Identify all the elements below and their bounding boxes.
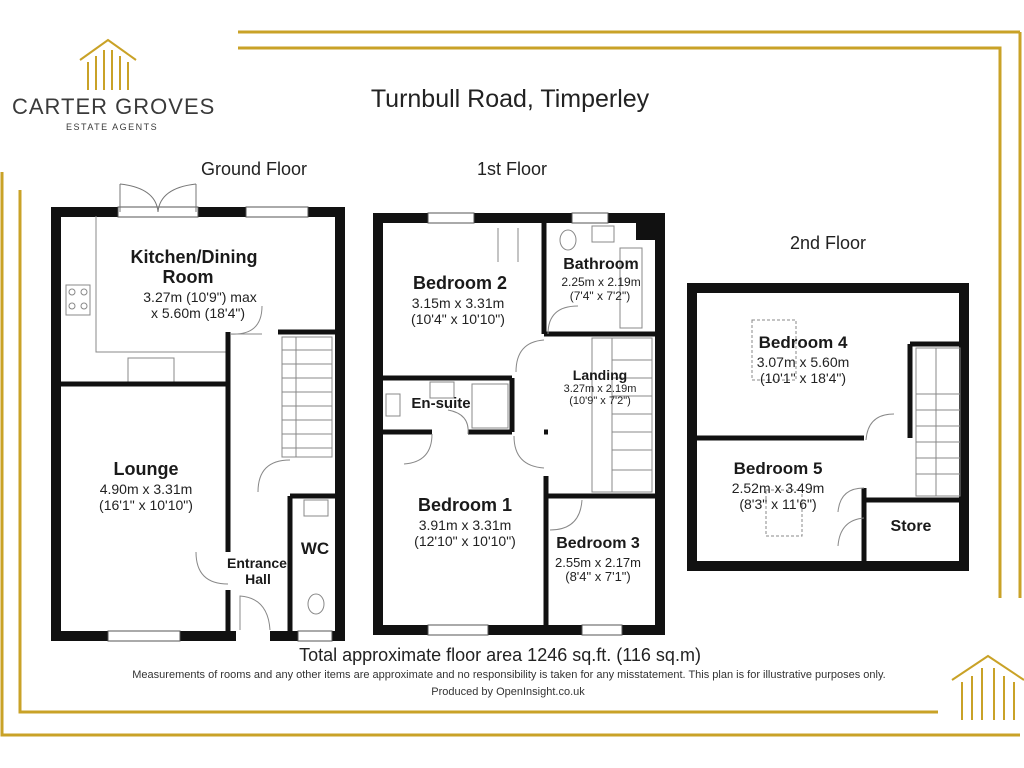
bedroom5-name: Bedroom 5 xyxy=(733,459,823,478)
ground-floor-plan xyxy=(51,183,345,642)
bedroom2-dim-ft: (10'4" x 10'10") xyxy=(411,311,505,327)
house-logo-icon xyxy=(79,38,137,90)
store-name: Store xyxy=(890,518,932,535)
bedroom2-name: Bedroom 2 xyxy=(412,273,508,293)
lounge-dim-m: 4.90m x 3.31m xyxy=(99,481,193,497)
bedroom1-name: Bedroom 1 xyxy=(417,495,513,515)
ensuite-name: En-suite xyxy=(411,395,471,412)
bedroom5-dim-m: 2.52m x 3.49m xyxy=(731,480,825,496)
landing-dim-m: 3.27m x 2.19m xyxy=(563,383,637,395)
kitchen-name-1: Kitchen/Dining xyxy=(130,247,258,267)
total-area: Total approximate floor area 1246 sq.ft.… xyxy=(299,645,701,665)
bedroom1-dim-ft: (12'10" x 10'10") xyxy=(414,533,516,549)
ground-floor-label: Ground Floor xyxy=(200,159,308,179)
second-outer-wall xyxy=(687,283,969,571)
lounge-name: Lounge xyxy=(113,459,179,479)
bathroom-name: Bathroom xyxy=(563,256,639,273)
entrance-hall-name-1: Entrance xyxy=(227,555,287,571)
bathroom-dim-ft: (7'4" x 7'2") xyxy=(569,289,631,303)
bedroom1-dim-m: 3.91m x 3.31m xyxy=(418,517,512,533)
landing-name: Landing xyxy=(572,367,628,383)
house-corner-icon xyxy=(951,654,1024,720)
first-floor-label: 1st Floor xyxy=(476,159,548,179)
lounge-dim-ft: (16'1" x 10'10") xyxy=(99,497,193,513)
bedroom2-dim-m: 3.15m x 3.31m xyxy=(411,295,505,311)
bedroom5-dim-ft: (8'3" x 11'6") xyxy=(739,496,817,512)
kitchen-dim-2: x 5.60m (18'4") xyxy=(150,305,246,321)
ground-outer-wall xyxy=(51,207,345,641)
bedroom3-dim-m: 2.55m x 2.17m xyxy=(555,555,641,570)
bedroom4-name: Bedroom 4 xyxy=(758,333,848,352)
brand-name: CARTER GROVES xyxy=(12,94,216,119)
ground-window-bottom xyxy=(107,630,181,642)
landing-dim-ft: (10'9" x 7'2") xyxy=(569,395,631,407)
wc-name: WC xyxy=(300,539,330,558)
bedroom3-dim-ft: (8'4" x 7'1") xyxy=(565,569,631,584)
bedroom3-name: Bedroom 3 xyxy=(556,535,640,552)
brand-tagline: ESTATE AGENTS xyxy=(66,122,159,132)
first-floor-plan xyxy=(373,212,665,636)
page-title: Turnbull Road, Timperley xyxy=(370,85,650,113)
gold-frame xyxy=(0,30,1022,737)
ground-wc-window xyxy=(297,630,333,642)
entrance-hall-name-2: Hall xyxy=(245,571,271,587)
bathroom-dim-m: 2.25m x 2.19m xyxy=(561,275,641,289)
produced-by: Produced by OpenInsight.co.uk xyxy=(431,686,585,698)
ground-window-top xyxy=(245,206,309,218)
bedroom4-dim-ft: (10'1" x 18'4") xyxy=(759,370,847,386)
kitchen-name-2: Room xyxy=(162,267,214,287)
second-floor-label: 2nd Floor xyxy=(789,233,867,253)
kitchen-dim-1: 3.27m (10'9") max xyxy=(143,289,257,305)
bedroom4-dim-m: 3.07m x 5.60m xyxy=(756,354,850,370)
second-floor-plan xyxy=(687,283,969,571)
ground-front-door xyxy=(236,631,270,641)
disclaimer: Measurements of rooms and any other item… xyxy=(132,669,886,681)
first-outer-wall xyxy=(373,213,665,635)
